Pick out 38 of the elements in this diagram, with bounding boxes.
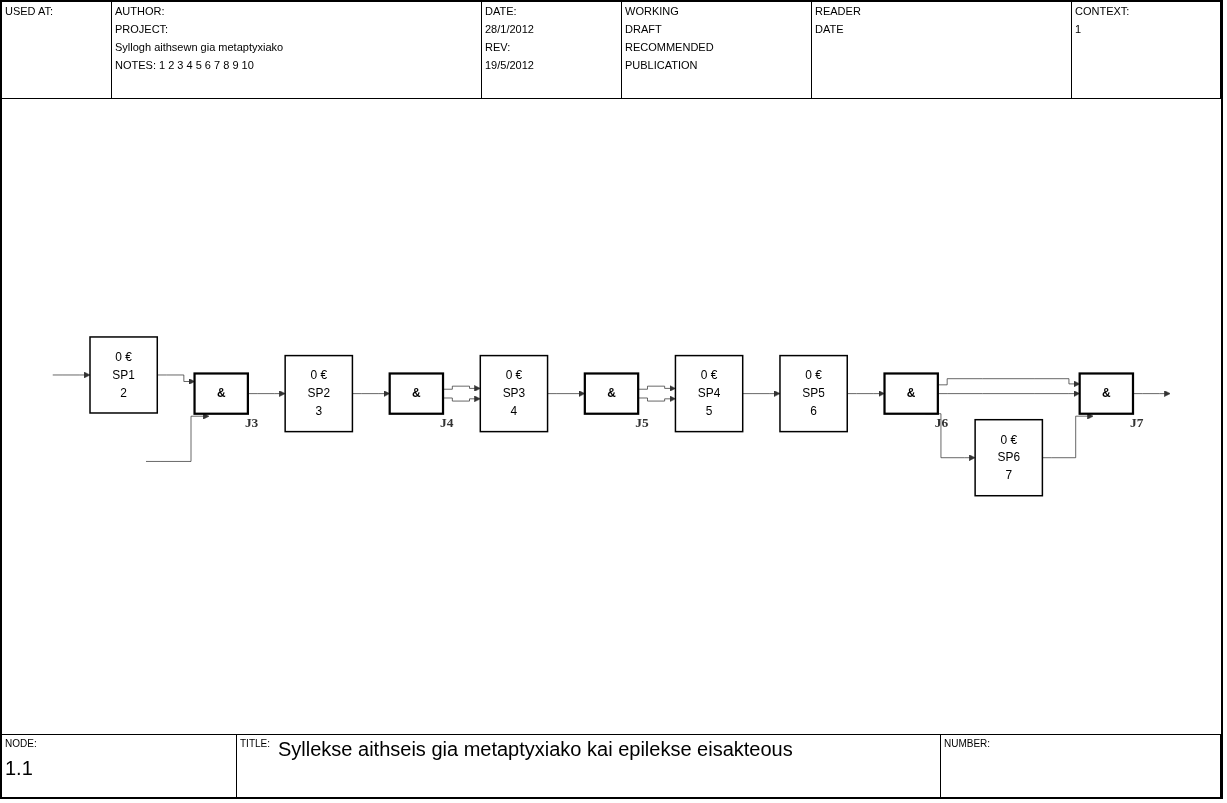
diagram-title: Syllekse aithseis gia metaptyxiako kai epilekse eisakteous — [278, 738, 793, 762]
form-label: DRAFT — [625, 23, 663, 35]
node-box: 0 € SP3 4 — [479, 355, 549, 433]
form-label: Syllogh aithsewn gia metaptyxiako — [115, 41, 285, 53]
form-label: AUTHOR: — [115, 5, 166, 17]
form-label: TITLE: — [240, 738, 270, 751]
form-label: NODE: — [5, 738, 38, 749]
node-box: 0 € SP4 5 — [674, 355, 744, 433]
junction-label: J5 — [635, 415, 649, 431]
node-box: & — [388, 372, 445, 415]
form-label: PUBLICATION — [625, 59, 699, 71]
form-label: READER — [815, 5, 862, 17]
form-label: CONTEXT: — [1075, 5, 1131, 17]
form-label: RECOMMENDED — [625, 41, 715, 53]
form-label: DATE — [815, 23, 845, 35]
form-label: USED AT: — [5, 5, 55, 17]
node-number: 1.1 — [5, 757, 34, 780]
form-label: 28/1/2012 — [485, 23, 535, 35]
node-box: 0 € SP5 6 — [779, 355, 848, 433]
junction-label: J6 — [934, 415, 949, 431]
node-box: 0 € SP6 7 — [974, 419, 1044, 497]
node-box: & — [583, 372, 640, 415]
form-label: NUMBER: — [944, 738, 991, 751]
junction-label: J4 — [440, 415, 454, 431]
node-box: & — [1078, 372, 1135, 415]
node-box: & — [883, 372, 939, 415]
form-label: DATE: — [485, 5, 518, 17]
form-label: 19/5/2012 — [485, 59, 535, 71]
form-label: NOTES: 1 2 3 4 5 6 7 8 9 10 — [115, 59, 255, 71]
node-box: 0 € SP2 3 — [284, 355, 354, 433]
junction-label: J7 — [1130, 415, 1144, 431]
form-label: 1 — [1075, 23, 1083, 35]
node-box: 0 € SP1 2 — [89, 336, 158, 414]
junction-label: J3 — [244, 415, 259, 431]
form-label: PROJECT: — [115, 23, 170, 35]
node-box: & — [193, 372, 249, 415]
form-label: WORKING — [625, 5, 680, 17]
form-label: REV: — [485, 41, 512, 53]
